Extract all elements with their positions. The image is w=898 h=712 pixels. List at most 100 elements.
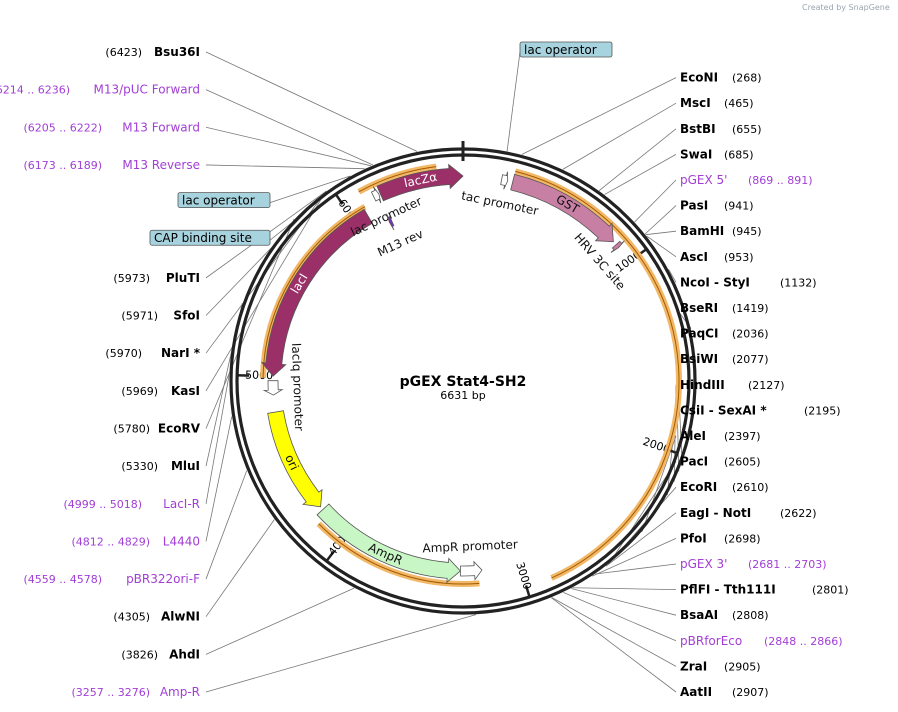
enzyme-position: (5970) [105,347,142,360]
left-label-lac-operator[interactable]: lac operator [177,192,271,208]
enzyme-name: Bsu36I [154,45,200,59]
left-label-amp-r[interactable]: Amp-R(3257 .. 3276) [71,685,200,699]
callout-line [634,179,677,223]
left-label-pluti[interactable]: PluTI (5973) [113,271,200,285]
feature-ori: ori [267,410,323,508]
right-label-alei[interactable]: AleI(2397) [680,429,761,443]
left-label-m13-puc-forward[interactable]: M13/pUC Forward(6214 .. 6236) [0,83,200,97]
enzyme-position: (685) [724,148,754,161]
enzyme-position: (3257 .. 3276) [71,686,150,699]
right-label-hindiii[interactable]: HindIII(2127) [680,378,785,392]
left-label-m13-reverse[interactable]: M13 Reverse(6173 .. 6189) [23,158,200,172]
right-label-bsiwi[interactable]: BsiWI(2077) [680,352,769,366]
enzyme-name: AatII [680,685,712,699]
enzyme-name: L4440 [163,534,200,548]
callout-line [205,614,477,693]
enzyme-name: pGEX 5' [680,173,727,187]
enzyme-name: CsiI - SexAI * [680,403,767,417]
left-label-sfoi[interactable]: SfoI(5971) [121,309,200,323]
left-label-ahdi[interactable]: AhdI(3826) [121,647,200,661]
right-label-aatii[interactable]: AatII(2907) [680,685,769,699]
callout-line [645,230,677,236]
enzyme-name: MscI [680,96,711,110]
right-label-ecori[interactable]: EcoRI(2610) [680,480,769,494]
scale-tick [334,193,344,205]
right-label-pfoi[interactable]: PfoI(2698) [680,531,761,545]
enzyme-name: PflFI - Tth111I [680,583,776,597]
enzyme-name: PluTI [166,271,200,285]
enzyme-position: (2610) [732,481,769,494]
left-label-bsu36i[interactable]: Bsu36I(6423) [105,45,200,59]
enzyme-name: pGEX 3' [680,557,727,571]
callout-line [604,154,677,195]
feature-arrow-shape [267,410,323,508]
orf-arc-core [358,166,437,193]
feature-label: lacIq promoter [289,343,306,431]
right-label-bseri[interactable]: BseRI(1419) [680,301,769,315]
feature-label: M13 rev [375,227,425,260]
enzyme-name: AscI [680,250,708,264]
right-label-zrai[interactable]: ZraI(2905) [680,659,761,673]
right-label-pasi[interactable]: PasI(941) [680,199,754,213]
left-label-kasi[interactable]: KasI(5969) [121,384,200,398]
right-label-pbrforeco[interactable]: pBRforEco(2848 .. 2866) [680,634,843,648]
right-label-bsaai[interactable]: BsaAI(2808) [680,608,769,622]
right-label-asci[interactable]: AscI(953) [680,250,754,264]
label-box [519,41,613,58]
callout-line [269,175,351,203]
enzyme-position: (2127) [748,379,785,392]
enzyme-name: PacI [680,455,708,469]
right-label-pgex-3[interactable]: pGEX 3'(2681 .. 2703) [680,557,827,571]
left-label-m13-forward[interactable]: M13 Forward(6205 .. 6222) [23,120,200,134]
left-label-cap-binding-site[interactable]: CAP binding site [149,229,271,246]
left-label-pbr322ori-f[interactable]: pBR322ori-F(4559 .. 4578) [23,572,200,586]
right-label-bstbi[interactable]: BstBI(655) [680,122,762,136]
left-label-nari[interactable]: NarI *(5970) [105,346,200,360]
callout-line [572,587,677,590]
orf-arc-core [318,523,480,585]
enzyme-position: (2848 .. 2866) [764,635,843,648]
enzyme-name: M13 Forward [122,120,200,134]
left-label-mlui[interactable]: MluI(5330) [121,459,200,473]
enzyme-position: (2698) [724,532,761,545]
right-label-csii-sexai[interactable]: CsiI - SexAI *(2195) [680,403,841,417]
callout-line [205,218,295,429]
enzyme-name: AlwNI [161,610,200,624]
scale-tick [524,585,531,598]
enzyme-position: (655) [732,123,762,136]
right-label-eagi-noti[interactable]: EagI - NotI(2622) [680,506,817,520]
left-label-alwni[interactable]: AlwNI(4305) [113,610,200,624]
right-label-swai[interactable]: SwaI(685) [680,147,754,161]
enzyme-name: ZraI [680,659,707,673]
enzyme-name: BsaAI [680,608,718,622]
right-label-pgex-5[interactable]: pGEX 5'(869 .. 891) [680,173,813,187]
feature-arrow-shape [386,213,395,231]
right-label-bamhi[interactable]: BamHI(945) [680,224,762,238]
callout-line [205,126,372,167]
right-label-msci[interactable]: MscI (465) [680,96,754,110]
right-label-econi[interactable]: EcoNI(268) [680,71,762,85]
enzyme-position: (5973) [113,272,150,285]
right-label-paqci[interactable]: PaqCI(2036) [680,327,769,341]
orf-arc-core [262,206,366,378]
enzyme-position: (5969) [121,385,158,398]
enzyme-name: PasI [680,199,708,213]
right-label-pflfi-tth111i[interactable]: PflFI - Tth111I(2801) [680,583,849,597]
label-box-text: lac operator [524,43,597,57]
right-label-ncoi-styi[interactable]: NcoI - StyI(1132) [680,275,817,289]
scale-tick [325,550,335,562]
feature-lacz: lacZα [376,163,464,202]
callout-line [205,89,374,166]
left-label-l4440[interactable]: L4440(4812 .. 4829) [71,534,200,548]
feature-arrow-shape [316,503,461,584]
enzyme-position: (465) [724,97,754,110]
right-label-paci[interactable]: PacI(2605) [680,455,761,469]
right-label-lac-operator[interactable]: lac operator [519,41,613,58]
left-label-laci-r[interactable]: LacI-R(4999 .. 5018) [63,497,200,511]
left-label-ecorv[interactable]: EcoRV(5780) [113,421,200,435]
callout-line [205,375,230,504]
enzyme-name: NcoI - StyI [680,275,750,289]
callout-line [506,51,521,152]
snapgene-watermark: Created by SnapGene [802,3,890,12]
callout-line [521,77,677,155]
